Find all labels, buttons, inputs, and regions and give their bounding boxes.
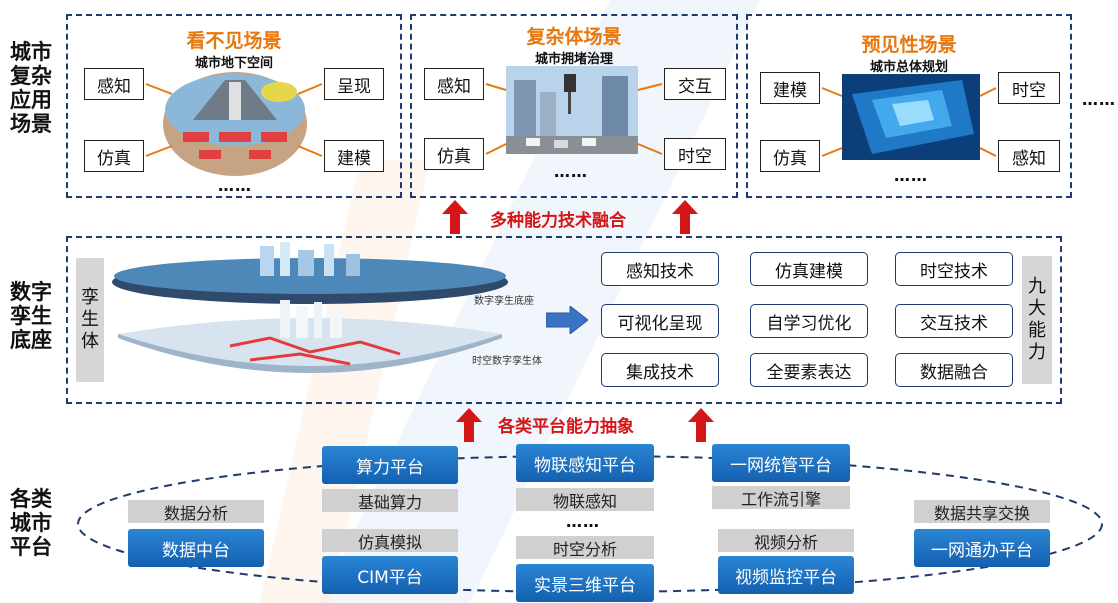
nine-capabilities-label: 九 大 能 力	[1022, 256, 1052, 384]
scene-title: 预见性场景	[861, 34, 957, 56]
row-label-applications: 城市 复杂 应用 场景	[10, 40, 52, 136]
up-arrow-icon	[672, 200, 698, 234]
scene-tag-left-bottom: 仿真	[760, 140, 820, 172]
capability-data-fusion: 数据融合	[895, 353, 1013, 387]
scene-title: 看不见场景	[186, 30, 282, 52]
abstraction-label: 各类平台能力抽象	[498, 417, 634, 437]
up-arrow-icon	[456, 408, 482, 442]
right-arrow-icon	[546, 306, 588, 334]
tag-spatiotemporal-analysis: 时空分析	[516, 536, 654, 559]
row-label-twin-base: 数字 孪生 底座	[10, 280, 52, 352]
tag-video-analysis: 视频分析	[718, 529, 854, 552]
scene-more-dots: ……	[554, 162, 588, 181]
scene-tag-left-top: 感知	[84, 68, 144, 100]
capability-interaction: 交互技术	[895, 304, 1013, 338]
up-arrow-icon	[442, 200, 468, 234]
scene-tag-right-top: 交互	[664, 68, 726, 100]
tag-workflow-engine: 工作流引擎	[712, 486, 850, 509]
platform-video-surveillance: 视频监控平台	[718, 556, 854, 594]
more-scenes-dots: ……	[1082, 90, 1116, 109]
capability-self-learning: 自学习优化	[750, 304, 868, 338]
tag-basic-computing: 基础算力	[322, 489, 458, 512]
scene-panel-complex: 复杂体场景 城市拥堵治理 感知 仿真 交互 时空 ……	[410, 14, 738, 198]
underground-space-illustration	[163, 72, 307, 176]
platform-3d-reality: 实景三维平台	[516, 564, 654, 602]
scene-connector-arrows	[821, 87, 997, 157]
scene-tag-left-top: 建模	[760, 72, 820, 104]
fusion-label: 多种能力技术融合	[490, 211, 626, 231]
scene-tag-left-top: 感知	[424, 68, 484, 100]
capability-visualization: 可视化呈现	[601, 304, 719, 338]
twin-base-panel	[66, 236, 1062, 404]
city-planning-illustration	[842, 74, 980, 160]
scene-tag-right-top: 时空	[998, 72, 1060, 104]
capability-spatiotemporal: 时空技术	[895, 252, 1013, 286]
digital-twin-city-illustration	[112, 242, 508, 373]
scene-panel-predictive: 预见性场景 城市总体规划 建模 仿真 时空 感知 ……	[746, 14, 1072, 198]
scene-subtitle: 城市拥堵治理	[534, 52, 613, 67]
twin-body-label: 孪 生 体	[76, 258, 104, 382]
scene-tag-left-bottom: 仿真	[84, 140, 144, 172]
scene-connector-arrows	[485, 83, 663, 155]
twin-lower-caption: 时空数字孪生体	[472, 356, 542, 367]
row-label-platforms: 各类 城市 平台	[10, 487, 52, 559]
platform-computing: 算力平台	[322, 446, 458, 484]
scene-connector-arrows	[145, 83, 323, 157]
platform-cim: CIM平台	[322, 556, 458, 594]
scene-panel-invisible: 看不见场景 城市地下空间 感知 仿真 呈现 建模 ……	[66, 14, 402, 198]
scene-tag-right-bottom: 时空	[664, 138, 726, 170]
capability-full-element: 全要素表达	[750, 353, 868, 387]
up-arrow-icon	[688, 408, 714, 442]
platform-one-stop-service: 一网通办平台	[914, 529, 1050, 567]
scene-subtitle: 城市地下空间	[194, 56, 273, 71]
tag-data-analysis: 数据分析	[128, 500, 264, 523]
scene-more-dots: ……	[218, 176, 252, 195]
capability-perception: 感知技术	[601, 252, 719, 286]
scene-tag-right-top: 呈现	[324, 68, 384, 100]
tag-data-sharing: 数据共享交换	[914, 500, 1050, 523]
platform-unified-management: 一网统管平台	[712, 444, 850, 482]
capability-simulation: 仿真建模	[750, 252, 868, 286]
scene-subtitle: 城市总体规划	[869, 60, 948, 75]
tag-iot-sensing: 物联感知	[516, 488, 654, 511]
scene-more-dots: ……	[894, 166, 928, 185]
tag-simulation: 仿真模拟	[322, 529, 458, 552]
scene-tag-right-bottom: 感知	[998, 140, 1060, 172]
twin-upper-caption: 数字孪生底座	[474, 296, 534, 307]
scene-tag-right-bottom: 建模	[324, 140, 384, 172]
platform-iot-sensing: 物联感知平台	[516, 444, 654, 482]
traffic-congestion-illustration	[506, 66, 638, 154]
platform-data-middle: 数据中台	[128, 529, 264, 567]
platform-more-dots: ……	[566, 512, 600, 531]
scene-title: 复杂体场景	[526, 26, 622, 48]
scene-tag-left-bottom: 仿真	[424, 138, 484, 170]
capability-integration: 集成技术	[601, 353, 719, 387]
